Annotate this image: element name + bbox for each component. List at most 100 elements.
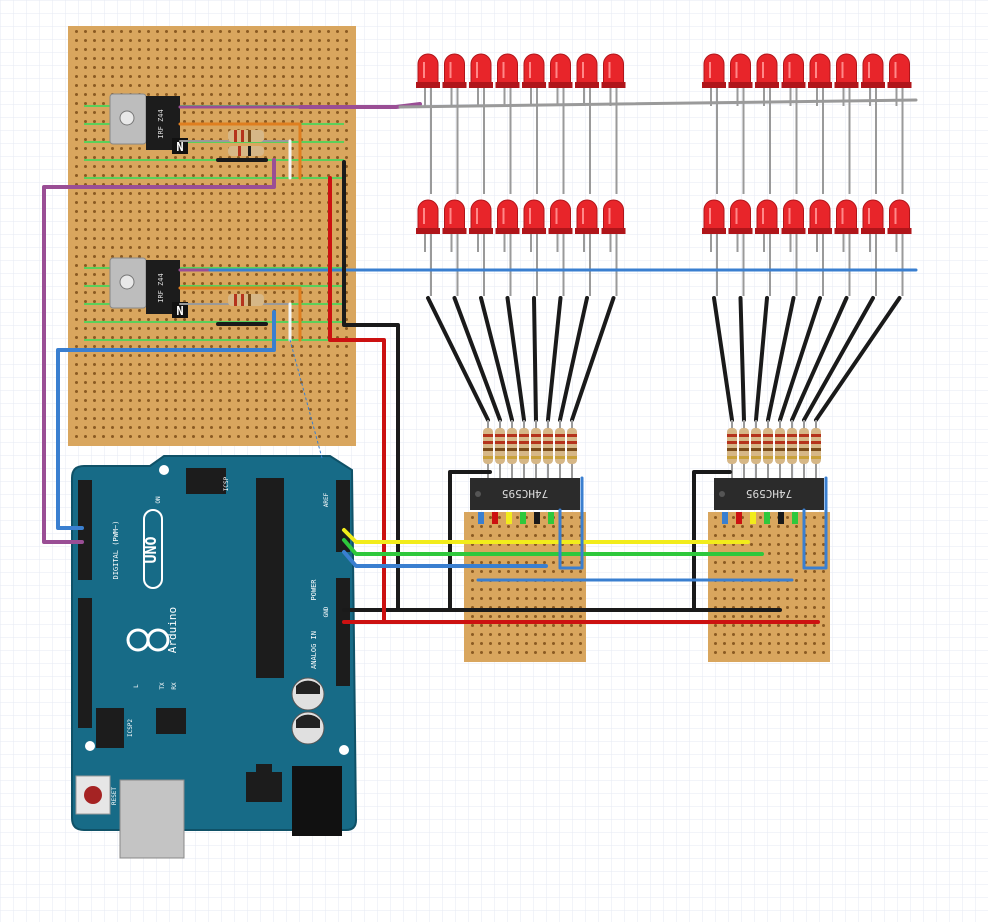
icsp2-label: ICSP2 (127, 719, 134, 737)
reset-label: RESET (111, 787, 118, 805)
led-wire (738, 296, 746, 422)
transistor-mark-n: N (176, 140, 183, 154)
led-wire (570, 296, 616, 422)
resistor-icon (799, 420, 809, 478)
resistor-icon (507, 420, 517, 478)
resistor-icon (751, 420, 761, 478)
red-led-icon (755, 199, 779, 252)
red-led-icon (495, 53, 520, 106)
wire-blue-chipL (558, 476, 584, 570)
led-array (416, 53, 912, 422)
chip-right-label: 74HC595 (746, 487, 792, 500)
resistor-icon (787, 420, 797, 478)
wire-red-5v (328, 176, 820, 624)
wire-yellow-data (342, 528, 750, 544)
red-led-icon (548, 199, 573, 252)
red-led-icon (702, 199, 726, 252)
wire-purple-top (298, 102, 422, 109)
red-led-icon (601, 199, 626, 252)
resistor-icon (739, 420, 749, 478)
resistor-icon (727, 420, 737, 478)
arduino-model: UNO (142, 536, 160, 563)
red-led-icon (861, 53, 885, 106)
led-wire (790, 296, 849, 422)
red-led-icon (416, 199, 440, 252)
red-led-icon (469, 53, 493, 106)
led-wire (712, 296, 734, 422)
transistor-mark-n: N (176, 304, 183, 318)
l-label: L (133, 684, 140, 688)
red-led-icon (861, 199, 885, 252)
wire-purple-gate (42, 158, 276, 544)
chip-pin-markers (478, 512, 798, 524)
red-led-icon (887, 199, 912, 252)
led-wire (479, 296, 514, 422)
power-label: POWER (310, 579, 318, 601)
stripboard-chip-right (708, 512, 830, 662)
transistor-text: IRF Z44 (157, 273, 165, 303)
stripboard-main (68, 26, 356, 446)
resistor-icon (555, 420, 565, 478)
resistor-icon (763, 420, 773, 478)
red-led-icon (781, 199, 806, 252)
arduino-uno-icon: UNO Arduino DIGITAL (PWM~) POWER ANALOG … (71, 455, 358, 859)
red-led-icon (887, 53, 912, 106)
led-wire (505, 296, 526, 422)
digital-label: DIGITAL (PWM~) (112, 520, 120, 579)
led-wire (766, 296, 796, 422)
red-led-icon (469, 199, 493, 252)
tx-label: TX (159, 682, 166, 690)
led-wire (778, 296, 822, 422)
red-led-icon (755, 53, 779, 106)
mosfet-icon: IRF Z44 N N (109, 93, 188, 155)
resistor-icon (567, 420, 577, 478)
resistor-arrays (483, 420, 821, 478)
resistor-icon (811, 420, 821, 478)
red-led-icon (522, 53, 546, 106)
led-wire (426, 296, 490, 422)
wire-blue-gate (56, 310, 276, 530)
transistor-text: IRF Z44 (157, 109, 165, 139)
red-led-icon (416, 53, 440, 106)
led-wire (452, 296, 502, 422)
arduino-brand: Arduino (166, 607, 179, 653)
red-led-icon (495, 199, 520, 252)
resistor-icon (483, 420, 493, 478)
led-wire (802, 296, 875, 422)
resistor-icon (543, 420, 553, 478)
chip-left-label: 74HC595 (502, 487, 548, 500)
stripboard-components (178, 105, 302, 342)
wire-blue-data (342, 550, 548, 568)
wire-black-chipR (692, 470, 732, 612)
wire-black-gnd (342, 160, 782, 612)
resistor-icon (531, 420, 541, 478)
icsp-label: ICSP (223, 476, 230, 491)
red-led-icon (522, 199, 546, 252)
gnd-label: GND (323, 606, 330, 617)
stripboard-chip-left (464, 512, 586, 662)
red-led-icon (442, 53, 467, 106)
analog-label: ANALOG IN (310, 631, 318, 669)
rx-label: RX (171, 682, 178, 690)
red-led-icon (834, 53, 859, 106)
mosfet-icon: IRF Z44 N (109, 257, 188, 318)
wire-gray-top (398, 98, 918, 109)
led-wire (546, 296, 563, 422)
led-wire (532, 296, 538, 422)
wire-blue-chipR (802, 476, 828, 570)
resistor-icon (495, 420, 505, 478)
led-wire (814, 296, 902, 422)
resistor-icon (775, 420, 785, 478)
red-led-icon (834, 199, 859, 252)
red-led-icon (808, 199, 832, 252)
red-led-icon (728, 199, 753, 252)
red-led-icon (548, 53, 573, 106)
red-led-icon (575, 53, 599, 106)
on-label: ON (155, 496, 162, 504)
shift-register-left: 74HC595 (470, 478, 580, 510)
shift-register-right: 74HC595 (714, 478, 824, 510)
red-led-icon (442, 199, 467, 252)
aref-label: AREF (323, 492, 330, 507)
wire-green-data (342, 538, 764, 556)
